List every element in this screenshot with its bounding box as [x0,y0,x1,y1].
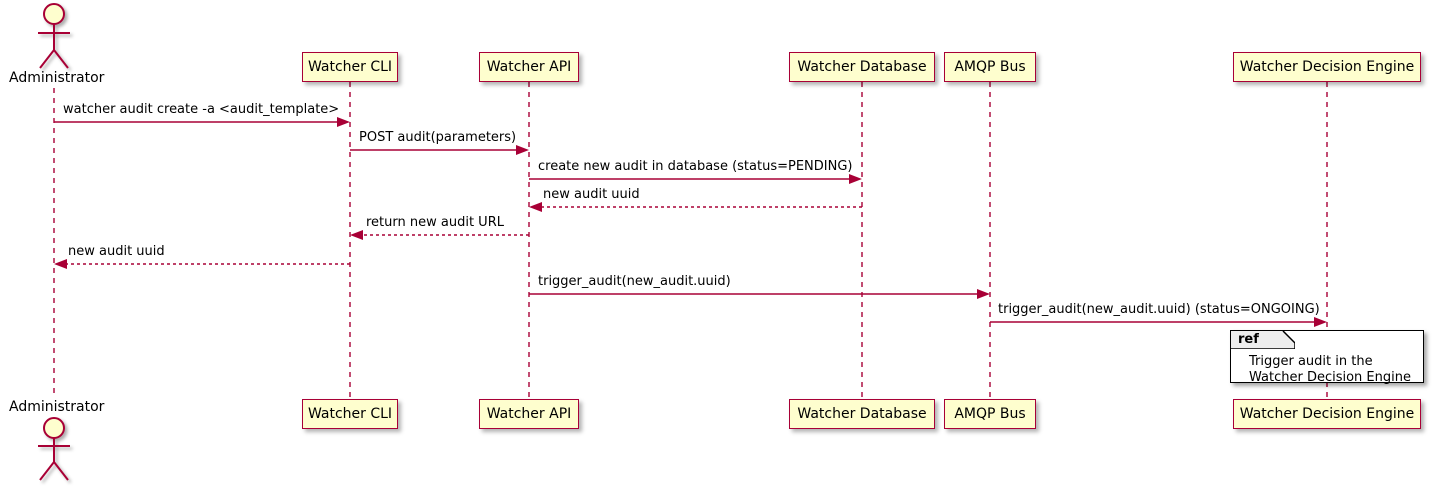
actor-label-administrator-top: Administrator [9,70,105,86]
participant-box-watcher-database-top[interactable]: Watcher Database [789,52,935,82]
message-arrow-0 [54,117,350,127]
participant-label: Watcher Database [797,406,927,422]
message-arrow-7 [990,317,1327,327]
ref-fragment: ref Trigger audit in the Watcher Decisio… [1230,330,1424,385]
participant-box-watcher-cli-bottom[interactable]: Watcher CLI [302,399,398,429]
participant-label: Watcher CLI [307,59,393,75]
message-arrow-1 [350,145,529,155]
actor-administrator-bottom [38,417,70,481]
participant-box-watcher-cli-top[interactable]: Watcher CLI [302,52,398,82]
message-arrow-6 [529,289,990,299]
message-label-4: return new audit URL [366,215,504,230]
message-label-3: new audit uuid [543,187,640,202]
participant-label: AMQP Bus [954,59,1026,75]
message-label-7: trigger_audit(new_audit.uuid) (status=ON… [998,302,1320,317]
actor-administrator-top [38,3,70,69]
participant-box-watcher-api-top[interactable]: Watcher API [479,52,579,82]
ref-fragment-text-line-1: Trigger audit in the [1249,354,1373,369]
participant-label: Watcher Decision Engine [1239,406,1415,422]
message-arrow-2 [529,174,862,184]
ref-fragment-tab-shape [1231,331,1295,349]
participant-box-decision-engine-top[interactable]: Watcher Decision Engine [1233,52,1421,82]
participant-label: Watcher Decision Engine [1239,59,1415,75]
participant-label: AMQP Bus [954,406,1026,422]
message-label-2: create new audit in database (status=PEN… [538,159,853,174]
message-arrow-5 [54,259,350,269]
participant-label: Watcher CLI [307,406,393,422]
participant-box-watcher-api-bottom[interactable]: Watcher API [479,399,579,429]
participant-label: Watcher Database [797,59,927,75]
message-arrow-4 [350,230,529,240]
actor-label-administrator-bottom: Administrator [9,399,105,415]
message-label-6: trigger_audit(new_audit.uuid) [538,274,731,289]
participant-label: Watcher API [486,59,572,75]
participant-box-amqp-bus-bottom[interactable]: AMQP Bus [944,399,1036,429]
messages-group [54,117,1327,327]
ref-fragment-text-line-2: Watcher Decision Engine [1249,370,1411,385]
message-arrow-3 [529,202,862,212]
participant-box-watcher-database-bottom[interactable]: Watcher Database [789,399,935,429]
participant-label: Watcher API [486,406,572,422]
participant-box-decision-engine-bottom[interactable]: Watcher Decision Engine [1233,399,1421,429]
participant-box-amqp-bus-top[interactable]: AMQP Bus [944,52,1036,82]
message-label-1: POST audit(parameters) [359,130,517,145]
message-label-0: watcher audit create -a <audit_template> [63,102,340,117]
message-label-5: new audit uuid [68,244,165,259]
lifelines-group [53,82,1328,398]
ref-fragment-operator-label: ref [1238,332,1259,347]
